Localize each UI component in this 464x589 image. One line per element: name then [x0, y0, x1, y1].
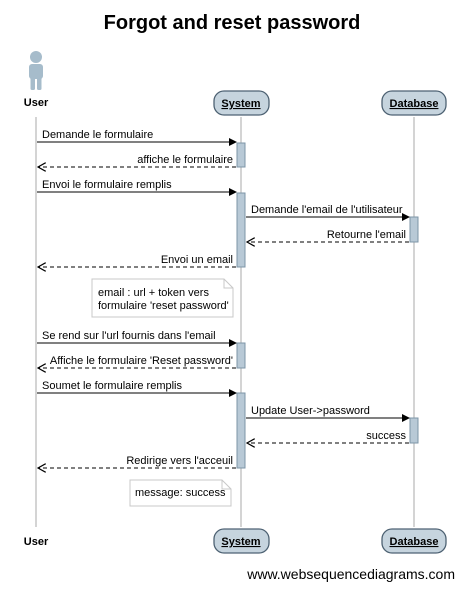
system-activation-3	[236, 342, 246, 369]
system-participant-box-top	[213, 90, 270, 116]
message-label-3: Envoi le formulaire remplis	[42, 179, 172, 191]
message-label-4: Demande l'email de l'utilisateur	[251, 204, 403, 216]
system-activation-2	[236, 192, 246, 268]
database-activation-1	[409, 216, 419, 243]
note-text-2-line-1: message: success	[135, 487, 226, 499]
system-participant-box-bottom	[213, 528, 270, 554]
message-label-9: Soumet le formulaire remplis	[42, 380, 182, 392]
message-label-8: Affiche le formulaire 'Reset password'	[50, 355, 233, 367]
database-participant-label-top: Database	[390, 98, 439, 110]
message-label-2: affiche le formulaire	[137, 154, 233, 166]
note-text-1-line-2: formulaire 'reset password'	[98, 300, 229, 312]
note-text-1-line-1: email : url + token vers	[98, 287, 209, 299]
database-participant-label-bottom: Database	[390, 536, 439, 548]
message-label-6: Envoi un email	[161, 254, 233, 266]
message-label-12: Redirige vers l'acceuil	[126, 455, 233, 467]
message-label-1: Demande le formulaire	[42, 129, 153, 141]
user-actor-label-top: User	[24, 97, 49, 109]
database-activation-2	[409, 417, 419, 444]
system-participant-label-top: System	[221, 98, 260, 110]
note-fold-1	[223, 279, 233, 289]
diagram-title: Forgot and reset password	[104, 12, 361, 34]
user-actor-icon	[29, 51, 43, 90]
note-box-2	[129, 479, 232, 507]
note-box-1	[91, 278, 234, 318]
database-participant-box-bottom	[381, 528, 447, 554]
message-label-10: Update User->password	[251, 405, 370, 417]
system-activation-4	[236, 392, 246, 469]
message-label-5: Retourne l'email	[327, 229, 406, 241]
note-fold-2	[221, 480, 231, 490]
database-participant-box-top	[381, 90, 447, 116]
message-label-7: Se rend sur l'url fournis dans l'email	[42, 330, 216, 342]
user-actor-label-bottom: User	[24, 536, 49, 548]
watermark-footer: www.websequencediagrams.com	[246, 566, 455, 582]
system-activation-1	[236, 142, 246, 168]
system-participant-label-bottom: System	[221, 536, 260, 548]
message-label-11: success	[366, 430, 406, 442]
